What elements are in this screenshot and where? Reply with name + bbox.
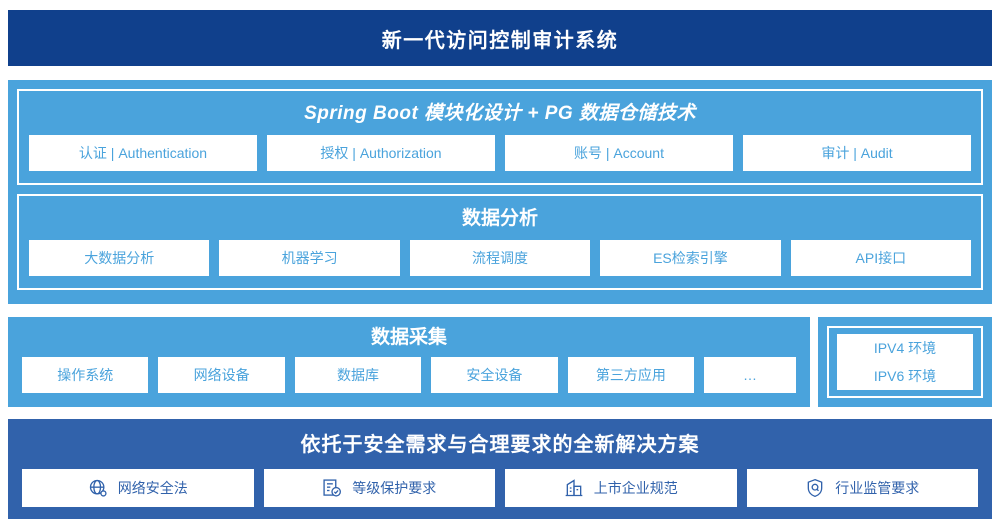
analysis-tile-api[interactable]: API接口 xyxy=(790,240,972,276)
page-title: 新一代访问控制审计系统 xyxy=(381,29,619,52)
compliance-tile-label: 网络安全法 xyxy=(117,480,188,496)
environment-tile-ipv4[interactable]: IPV4 环境 xyxy=(837,334,973,362)
collection-section-title: 数据采集 xyxy=(370,327,447,348)
platform-panel: Spring Boot 模块化设计 + PG 数据仓储技术 认证 | Authe… xyxy=(8,80,992,304)
analysis-tile-big-data[interactable]: 大数据分析 xyxy=(29,240,210,276)
collection-tile-more[interactable]: … xyxy=(704,357,797,393)
compliance-tile-listed-company-standard[interactable]: 上市企业规范 xyxy=(505,469,737,507)
collection-section: 数据采集 操作系统 网络设备 数据库 安全设备 第三方应用 … xyxy=(8,317,810,407)
compliance-tile-label: 等级保护要求 xyxy=(352,480,437,496)
compliance-tile-industry-regulation[interactable]: 行业监管要求 xyxy=(746,469,978,507)
compliance-panel: 依托于安全需求与合理要求的全新解决方案 网络安全法 xyxy=(8,419,992,519)
collection-tile-security-device[interactable]: 安全设备 xyxy=(431,357,558,393)
platform-tile-authentication[interactable]: 认证 | Authentication xyxy=(29,135,257,171)
analysis-tile-machine-learning[interactable]: 机器学习 xyxy=(219,240,400,276)
analysis-tile-row: 大数据分析 机器学习 流程调度 ES检索引擎 API接口 xyxy=(29,240,972,276)
platform-section-title: Spring Boot 模块化设计 + PG 数据仓储技术 xyxy=(304,103,696,124)
compliance-section: 依托于安全需求与合理要求的全新解决方案 网络安全法 xyxy=(8,419,992,519)
collection-tile-row: 操作系统 网络设备 数据库 安全设备 第三方应用 … xyxy=(22,357,797,393)
collection-panel: 数据采集 操作系统 网络设备 数据库 安全设备 第三方应用 … xyxy=(8,317,810,407)
collection-tile-network-device[interactable]: 网络设备 xyxy=(158,357,285,393)
platform-tile-row: 认证 | Authentication 授权 | Authorization 账… xyxy=(29,135,971,171)
collection-tile-operating-system[interactable]: 操作系统 xyxy=(22,357,149,393)
compliance-tile-classified-protection[interactable]: 等级保护要求 xyxy=(263,469,495,507)
compliance-section-title: 依托于安全需求与合理要求的全新解决方案 xyxy=(300,434,700,456)
globe-icon xyxy=(88,478,108,498)
shield-search-icon xyxy=(805,478,825,498)
environment-panel: IPV4 环境 IPV6 环境 xyxy=(818,317,992,407)
compliance-tile-row: 网络安全法 等级保护要求 xyxy=(22,469,978,507)
analysis-tile-es-search[interactable]: ES检索引擎 xyxy=(600,240,781,276)
collection-tile-third-party-app[interactable]: 第三方应用 xyxy=(567,357,695,393)
office-building-icon xyxy=(564,478,584,498)
compliance-tile-label: 上市企业规范 xyxy=(593,480,678,496)
analysis-section: 数据分析 大数据分析 机器学习 流程调度 ES检索引擎 API接口 xyxy=(17,194,983,290)
environment-tile-ipv6[interactable]: IPV6 环境 xyxy=(837,362,973,390)
platform-section: Spring Boot 模块化设计 + PG 数据仓储技术 认证 | Authe… xyxy=(17,89,983,185)
document-check-icon xyxy=(322,478,342,498)
header-bar: 新一代访问控制审计系统 xyxy=(8,10,992,66)
platform-tile-audit[interactable]: 审计 | Audit xyxy=(743,135,971,171)
platform-tile-authorization[interactable]: 授权 | Authorization xyxy=(267,135,495,171)
compliance-tile-label: 行业监管要求 xyxy=(835,480,920,496)
collection-tile-database[interactable]: 数据库 xyxy=(294,357,422,393)
analysis-section-title: 数据分析 xyxy=(461,208,538,229)
platform-tile-account[interactable]: 账号 | Account xyxy=(505,135,733,171)
environment-section: IPV4 环境 IPV6 环境 xyxy=(827,326,983,398)
compliance-tile-cybersecurity-law[interactable]: 网络安全法 xyxy=(22,469,254,507)
analysis-tile-process-scheduling[interactable]: 流程调度 xyxy=(409,240,591,276)
